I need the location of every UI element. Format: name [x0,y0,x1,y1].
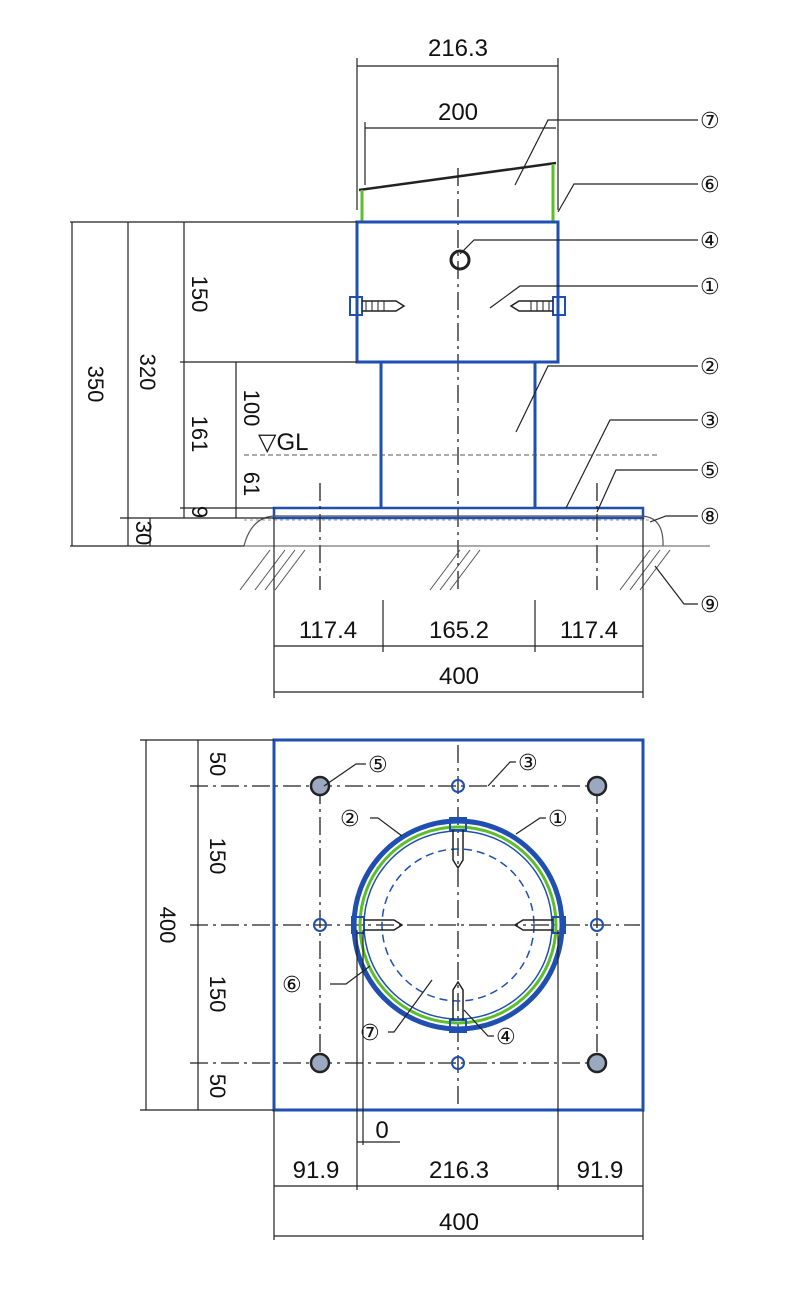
dim-plan-mid: 216.3 [429,1157,489,1184]
dim-100: 100 [239,390,264,427]
dim-61: 61 [239,472,264,496]
dim-plan-50-top: 50 [205,752,230,776]
base-plate [272,506,645,520]
dim-base-total: 400 [439,663,479,690]
callout-3-elev: ③ [700,409,720,434]
dim-161: 161 [187,416,212,453]
dim-base-mid: 165.2 [429,617,489,644]
inner-dashed-circle [381,848,535,1002]
plan-bolt-left [351,916,404,934]
callout-5-plan: ⑤ [368,753,388,778]
dim-plan-right: 91.9 [577,1157,624,1184]
plan-leaders [323,761,546,1037]
plan-vertical-dims [140,739,274,1111]
plan-bolt-bottom [449,980,467,1033]
anchor-ring [449,249,471,271]
dim-9: 9 [187,506,212,518]
callout-4-elev: ④ [700,229,720,254]
gl-label: ▽GL [258,429,308,456]
dim-plan-left: 91.9 [293,1157,340,1184]
callout-2-elev: ② [700,355,720,380]
plan-base-plate [272,738,645,1112]
plan-bottom-dims [273,930,644,1240]
dim-top-width: 216.3 [428,35,488,62]
plan-bolt-right [513,916,566,934]
elevation-leaders [459,119,698,605]
dim-plan-zero: 0 [375,1117,388,1144]
callout-4-plan: ④ [496,1025,516,1050]
callout-1-plan: ① [548,807,568,832]
callout-5-elev: ⑤ [700,459,720,484]
dim-plan-total: 400 [439,1209,479,1236]
dim-150-elev: 150 [187,276,212,313]
plan-bolt-top [449,817,467,870]
dim-30: 30 [131,521,156,545]
column-outer-ring [351,818,565,1032]
head-bolt-left [349,296,406,316]
callout-6-elev: ⑥ [700,173,720,198]
callout-3-plan: ③ [518,751,538,776]
ground-hatching [239,549,671,591]
callout-1-elev: ① [700,275,720,300]
callout-9-elev: ⑨ [700,593,720,618]
dim-cap-width: 200 [438,99,478,126]
elevation-view: 216.3 200 [70,35,720,698]
callout-7-plan: ⑦ [360,1021,380,1046]
callout-2-plan: ② [340,807,360,832]
small-holes [313,779,604,1070]
dim-base-left: 117.4 [299,617,357,644]
elevation-bottom-dims [273,518,644,698]
column-weld-ring [358,825,558,1025]
dim-plan-150-top: 150 [205,838,230,875]
callout-6-plan: ⑥ [282,973,302,998]
callout-7-elev: ⑦ [700,109,720,134]
dim-350: 350 [83,366,108,403]
anchor-bolts [309,775,608,1074]
plan-view: 400 50 150 150 50 0 91.9 216.3 91.9 400 [140,738,645,1240]
head-bolt-right [509,296,566,316]
elevation-vertical-dims [70,221,357,547]
dim-plan-150-bot: 150 [205,976,230,1013]
dim-plan-50-bot: 50 [205,1074,230,1098]
callout-8-elev: ⑧ [700,505,720,530]
dim-plan-400-v: 400 [155,907,180,944]
pier-head [355,220,560,364]
dim-base-right: 117.4 [560,617,618,644]
dim-320: 320 [135,354,160,391]
